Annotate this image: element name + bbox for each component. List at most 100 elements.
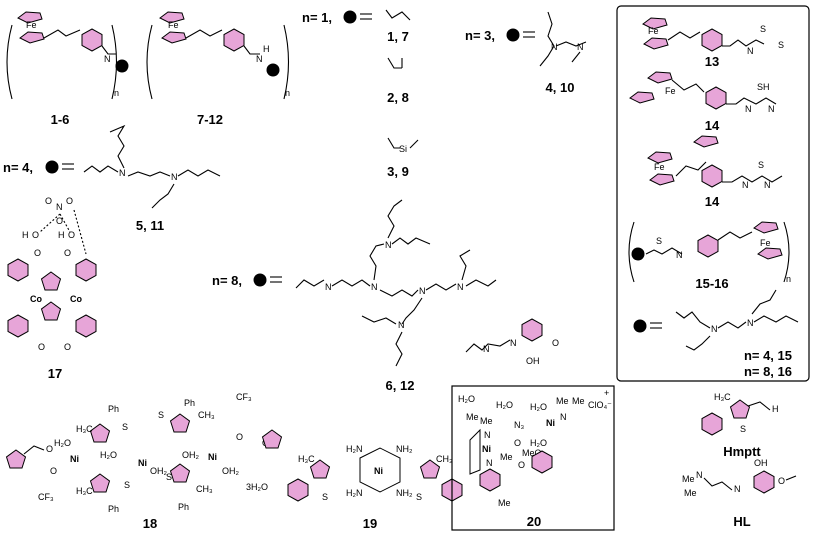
methyl-label: CH₃: [196, 484, 213, 494]
sulfur-label: S: [760, 24, 766, 34]
iron-atom-label: Fe: [648, 26, 659, 36]
perchlorate-label: ClO₄⁻: [588, 400, 612, 410]
structure-18: O CF₃ O H₂O Ni H₃C Ph S H₃C Ph S H₂O Ni …: [6, 392, 282, 531]
structure-7-12: Fe N H n 7-12: [146, 11, 290, 127]
oxygen-label: O: [32, 230, 39, 240]
iron-atom-label: Fe: [26, 20, 37, 30]
methyl-label: CH₃: [198, 410, 215, 420]
label-15-16: 15-16: [695, 276, 728, 291]
nitrogen-label: N: [371, 282, 378, 292]
label-18: 18: [143, 516, 157, 531]
oxygen-label: O: [50, 466, 57, 476]
nitrogen-label: N: [483, 344, 490, 354]
water-label: H₂O: [100, 450, 117, 460]
substituent-n3: n= 3, N N 4, 10: [465, 11, 587, 95]
nickel-label: Ni: [374, 466, 383, 476]
oxygen-label: O: [64, 248, 71, 258]
methyl-label: Me: [556, 396, 569, 406]
oxygen-label: O: [56, 216, 63, 226]
nitrogen-label: N: [577, 42, 584, 52]
label-7-12: 7-12: [197, 112, 223, 127]
structure-19: H₃C S H₂N NH₂ H₂N NH₂ Ni CH₃ S 19: [287, 444, 463, 531]
phenyl-label: Ph: [108, 404, 119, 414]
nitrogen-label: N: [711, 324, 718, 334]
plus-charge: +: [604, 388, 609, 398]
water-label: H₂O: [530, 438, 547, 448]
oxygen-label: O: [66, 196, 73, 206]
water-label: H₂O: [530, 402, 547, 412]
iron-atom-label: Fe: [665, 86, 676, 96]
structure-20: + ClO₄⁻ H₂O H₂O Me Me N N₃ H₂O Me Me Ni …: [451, 385, 615, 531]
oxygen-label: O: [236, 432, 243, 442]
label-14a: 14: [705, 118, 720, 133]
substituent-n4: n= 4, N N 5, 11: [3, 124, 221, 233]
methyl-label: Me: [480, 416, 493, 426]
methyl-label: Me: [572, 396, 585, 406]
label-13: 13: [705, 54, 719, 69]
label-4-10: 4, 10: [546, 80, 575, 95]
structure-hmptt: H₃C H S Hmptt: [701, 392, 779, 459]
nitrogen-label: N: [551, 42, 558, 52]
structure-14b: Fe S N N 14: [647, 135, 783, 209]
label-hmptt: Hmptt: [723, 444, 761, 459]
water-label: H₂O: [496, 400, 513, 410]
oxygen-label: O: [34, 248, 41, 258]
cobalt-label: Co: [70, 294, 82, 304]
oxygen-label: O: [778, 476, 785, 486]
nitrogen-label: N: [56, 202, 63, 212]
nitrogen-label: N: [256, 54, 263, 64]
nitrogen-label: N: [171, 172, 178, 182]
sulfur-label: S: [416, 492, 422, 502]
water-label: H₂O: [54, 438, 71, 448]
methyl-label: Me: [500, 452, 513, 462]
sulfur-label: S: [778, 40, 784, 50]
aqua-label: OH₂: [150, 466, 168, 476]
nitrogen-label: N: [696, 470, 703, 480]
label-n8-16: n= 8, 16: [744, 364, 792, 379]
nitrogen-label: N: [385, 240, 392, 250]
nitrogen-label: N: [510, 338, 517, 348]
methoxy-label: MeO: [522, 448, 542, 458]
azide-label: N₃: [514, 420, 524, 430]
oxygen-label: O: [518, 460, 525, 470]
nitrogen-label: N: [419, 286, 426, 296]
sulfur-label: S: [656, 236, 662, 246]
trifluoromethyl-label: CF₃: [38, 492, 54, 502]
sulfur-label: S: [740, 424, 746, 434]
silicon-label: Si: [399, 144, 407, 154]
nitrogen-label: N: [742, 180, 749, 190]
nitrogen-label: N: [768, 104, 775, 114]
hydrogen-label: H: [22, 230, 29, 240]
methyl-label: CH₃: [436, 454, 453, 464]
subscript-n: n: [786, 274, 791, 284]
substituent-n8: n= 8, N N N N N N 6, 12: [212, 199, 497, 393]
nitrogen-label: N: [764, 180, 771, 190]
sulfur-label: S: [166, 472, 172, 482]
nitrogen-label: N: [398, 320, 405, 330]
water-label: H₂O: [458, 394, 475, 404]
n8-label: n= 8,: [212, 273, 242, 288]
methyl-label: H₃C: [76, 424, 93, 434]
nitrogen-label: N: [486, 458, 493, 468]
oxygen-label: O: [38, 342, 45, 352]
label-hl: HL: [733, 514, 750, 529]
label-n4-15: n= 4, 15: [744, 348, 792, 363]
structure-1-6: Fe N n 1-6: [6, 11, 129, 127]
label-6-12: 6, 12: [386, 378, 415, 393]
hydrogen-label: H: [263, 44, 270, 54]
nitrogen-label: N: [560, 412, 567, 422]
nickel-label: Ni: [482, 444, 491, 454]
methyl-label: Me: [684, 488, 697, 498]
nitrogen-label: N: [676, 250, 683, 260]
n1-label: n= 1,: [302, 10, 332, 25]
iron-atom-label: Fe: [760, 238, 771, 248]
structure-hl: Me N Me N OH O HL: [682, 458, 797, 529]
nitrogen-label: N: [747, 46, 754, 56]
amine-label: H₂N: [346, 488, 363, 498]
iron-atom-label: Fe: [168, 20, 179, 30]
structure-17: O N O O H O H O O O Co Co O O 17: [7, 196, 97, 381]
water-of-crystallization-label: 3H₂O: [246, 482, 268, 492]
nickel-label: Ni: [138, 458, 147, 468]
aqua-label: OH₂: [222, 466, 240, 476]
